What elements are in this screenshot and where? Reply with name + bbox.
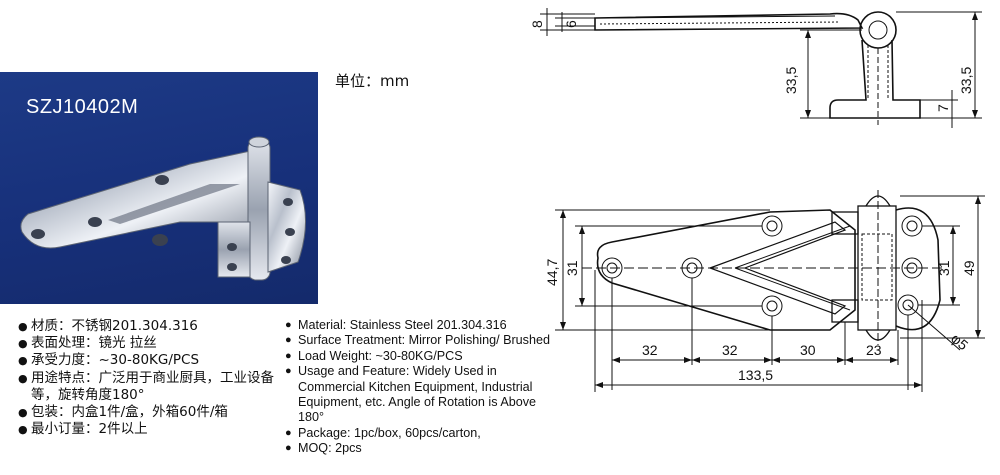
side-view: [540, 8, 982, 128]
dim-seg4: 23: [866, 342, 882, 358]
spec-item: ●MOQ: 2pcs: [285, 441, 362, 456]
dim-height-outer: 44,7: [544, 259, 560, 286]
spec-item: ●Package: 1pc/box, 60pcs/carton,: [285, 425, 481, 440]
spec-item: ●Material: Stainless Steel 201.304.316: [285, 318, 507, 332]
dim-thickness-inner: 6: [563, 20, 579, 28]
dim-thickness-outer: 8: [529, 20, 545, 28]
dim-height-inner-left: 31: [564, 260, 580, 276]
dim-hole-diameter: φ5: [948, 330, 971, 353]
spec-item: ●材质：不锈钢201.304.316: [18, 318, 198, 334]
dim-height-inner-right: 31: [936, 260, 952, 276]
unit-label: 单位：mm: [335, 72, 410, 90]
dim-seg1: 32: [642, 342, 658, 358]
spec-item: ●用途特点：广泛用于商业厨具，工业设备等，旋转角度180°: [18, 369, 274, 403]
dim-seg2: 32: [722, 342, 738, 358]
model-number: SZJ10402M: [26, 96, 139, 118]
hinge-photo-illustration: [20, 136, 307, 281]
dim-foot: 7: [935, 104, 951, 112]
dim-height-right: 33,5: [958, 67, 974, 94]
product-photo: SZJ10402M: [0, 72, 318, 304]
spec-item: ●最小订量：2件以上: [18, 421, 148, 438]
spec-item: ●包装：内盒1件/盒，外箱60件/箱: [18, 404, 228, 421]
spec-item: ●承受力度：~30-80KG/PCS: [18, 352, 200, 369]
spec-item: ●表面处理：镜光 拉丝: [18, 335, 157, 352]
dim-height-left: 33,5: [783, 67, 799, 94]
spec-list-chinese: ●材质：不锈钢201.304.316 ●表面处理：镜光 拉丝 ●承受力度：~30…: [18, 318, 283, 438]
spec-item: ●Load Weight: ~30-80KG/PCS: [285, 348, 463, 363]
dim-length-total: 133,5: [738, 367, 773, 383]
spec-item: ●Surface Treatment: Mirror Polishing/ Br…: [285, 333, 550, 348]
dim-seg3: 30: [800, 342, 816, 358]
dim-height-total: 49: [961, 260, 977, 276]
spec-list-english: ●Material: Stainless Steel 201.304.316 ●…: [285, 318, 555, 457]
spec-item: ●Usage and Feature: Widely Used in Comme…: [285, 364, 537, 425]
top-view: [555, 190, 985, 392]
